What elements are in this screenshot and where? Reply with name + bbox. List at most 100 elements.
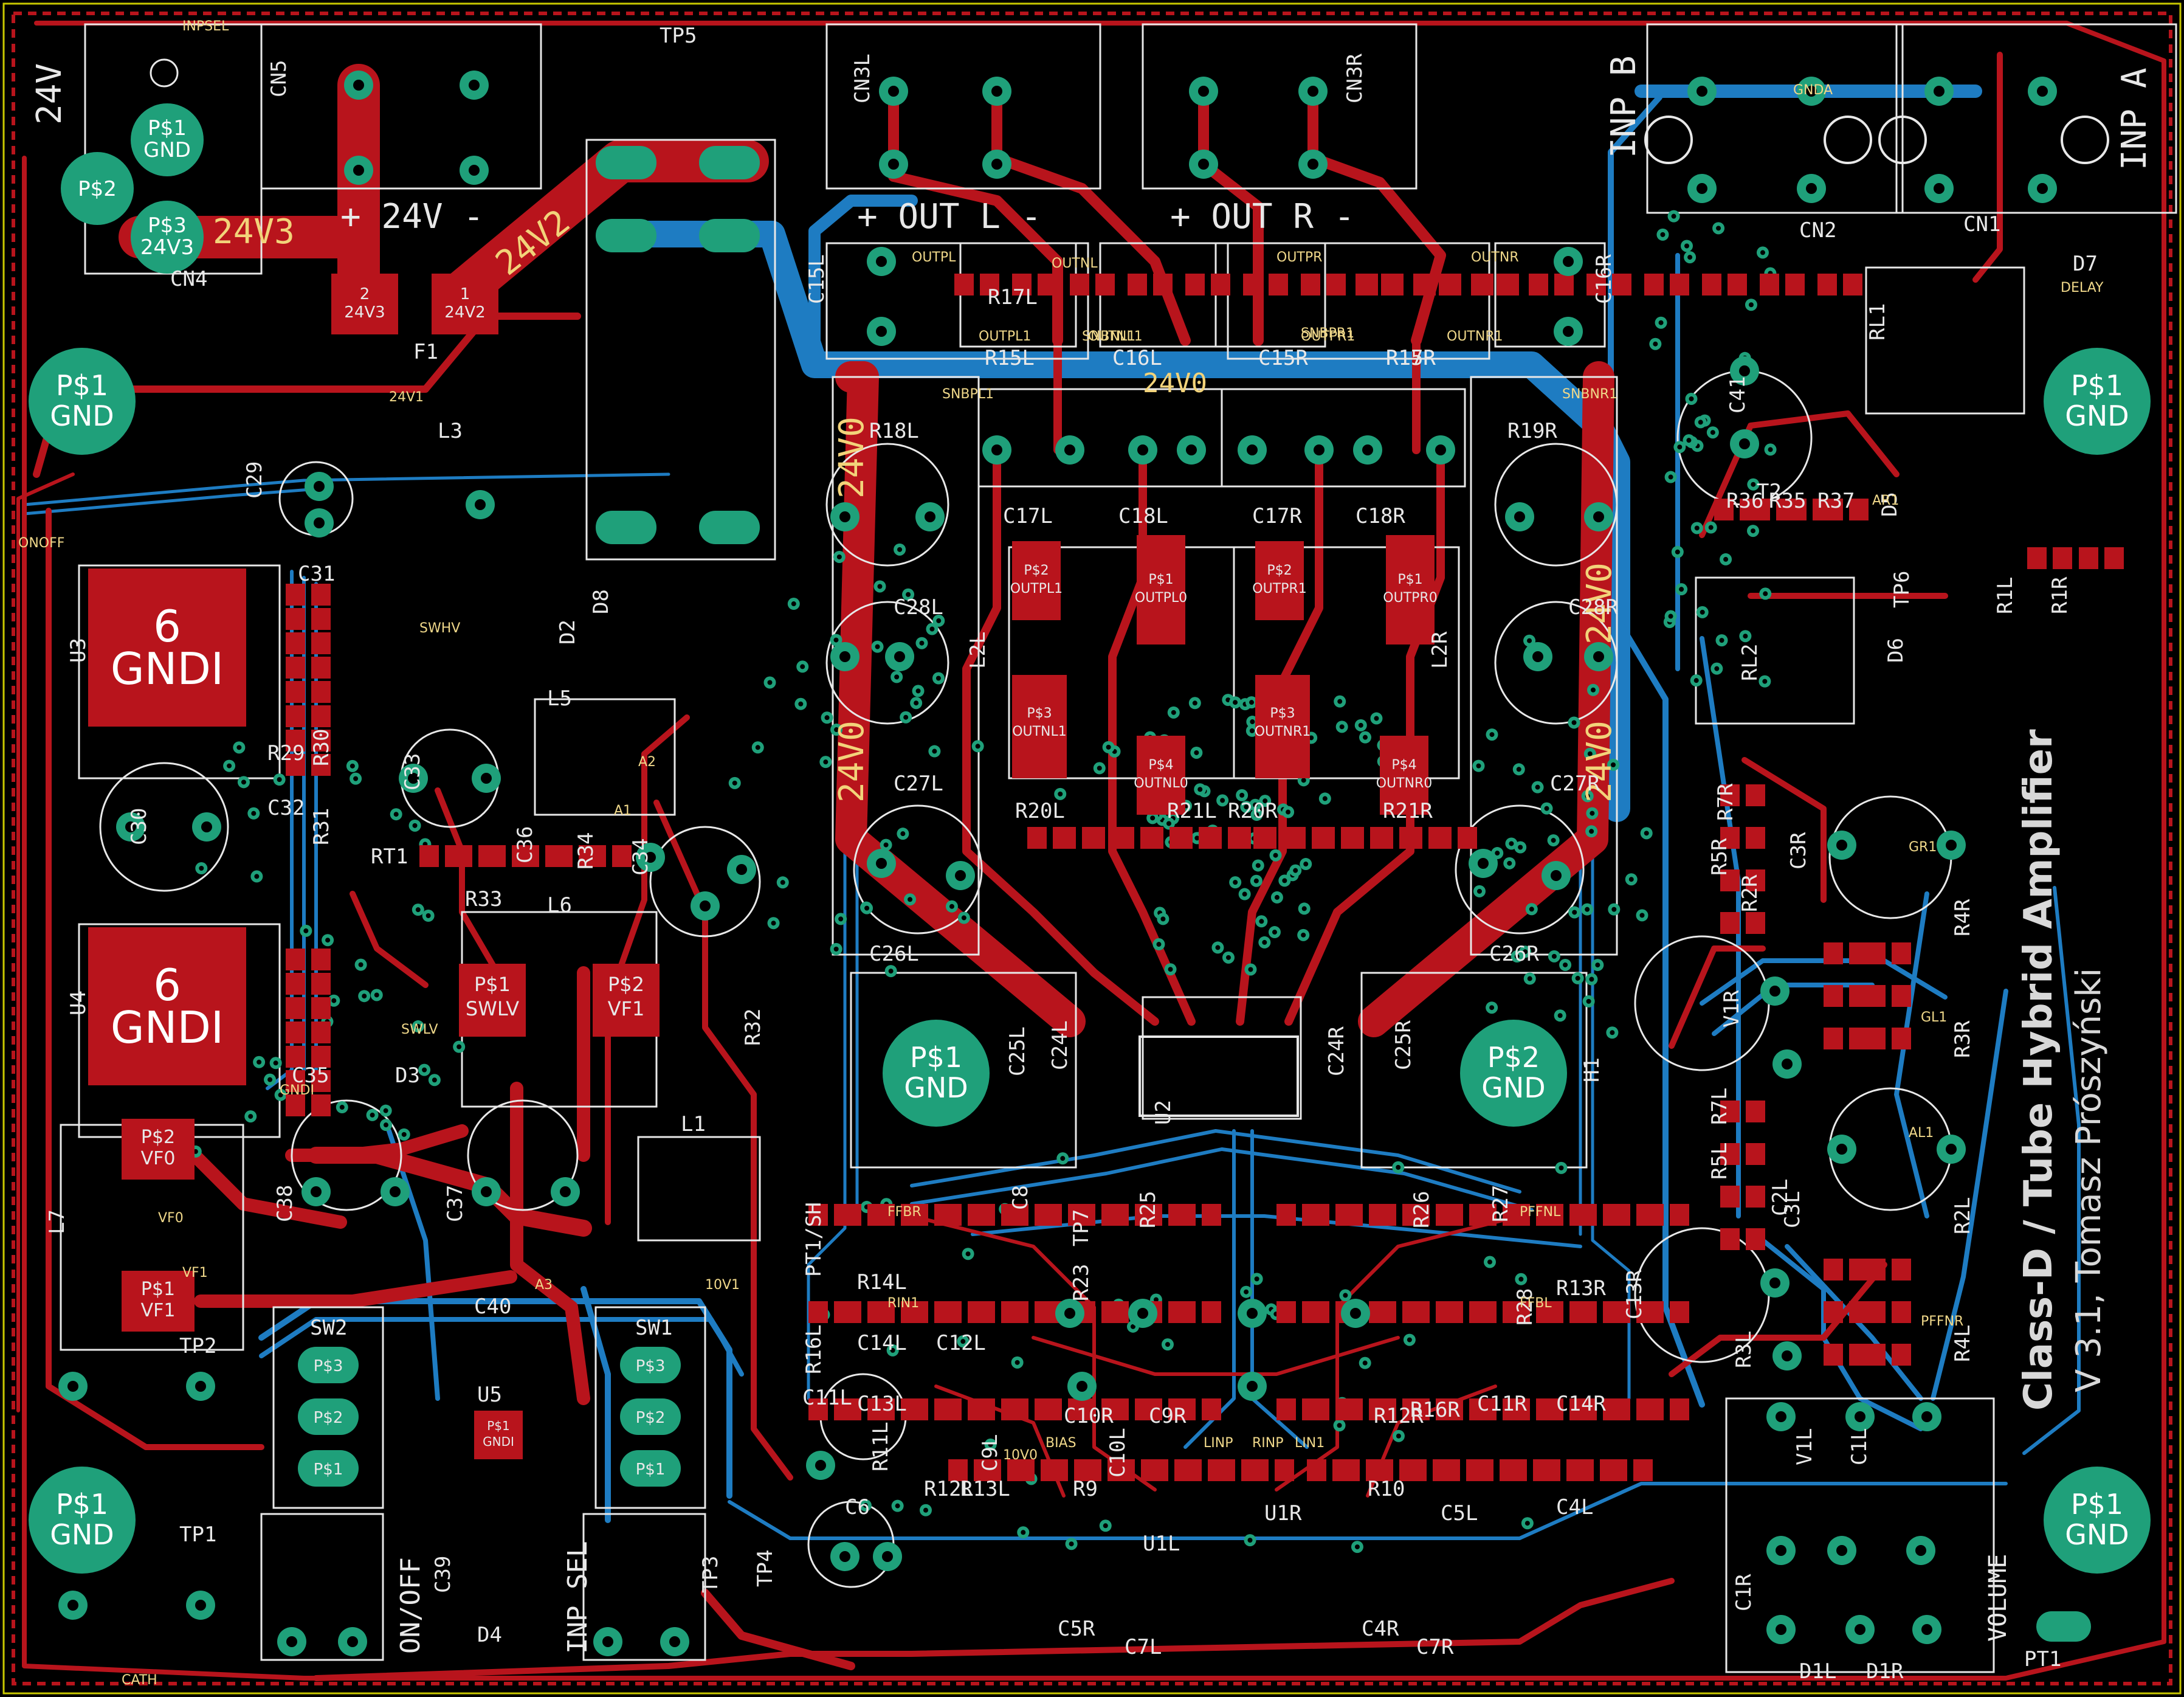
smd-resistor — [1866, 1028, 1911, 1049]
via — [1706, 426, 1719, 439]
smd-resistor — [1176, 1301, 1221, 1323]
via — [428, 1074, 441, 1087]
smd-resistor — [1720, 1101, 1765, 1122]
via — [1229, 696, 1242, 709]
cn4-mount-hole — [150, 58, 179, 88]
via — [884, 965, 897, 978]
via — [1250, 1273, 1263, 1285]
svg-text:P$1: P$1 — [910, 1041, 962, 1074]
via — [1656, 228, 1669, 241]
smd-resistor — [1356, 274, 1400, 296]
via — [873, 580, 886, 593]
net-label: GNDI — [280, 1083, 314, 1098]
via — [1756, 246, 1769, 259]
sw2-pin-label: P$3 — [314, 1357, 343, 1375]
cn4-power-jack: P$1 GND P$2 P$3 24V3 — [61, 58, 204, 274]
oval-pad — [596, 146, 656, 179]
refdes-label: R20L — [1015, 799, 1065, 823]
via — [1607, 758, 1620, 771]
through-hole-pad — [830, 642, 859, 671]
through-hole-pad — [1827, 831, 1856, 860]
through-hole-pad — [1827, 1135, 1856, 1164]
via — [1472, 759, 1485, 772]
refdes-label: L5 — [547, 686, 572, 711]
refdes-label: C2L — [1768, 1179, 1793, 1216]
via — [861, 902, 873, 914]
outpr0-pad — [1386, 535, 1435, 645]
via — [1636, 909, 1648, 922]
refdes-label: U4 — [66, 990, 91, 1015]
fuse-pad-24v3 — [331, 274, 398, 334]
via — [1258, 936, 1271, 949]
via — [269, 1057, 282, 1070]
via — [1531, 781, 1544, 793]
via — [796, 660, 809, 673]
refdes-label: L7 — [45, 1209, 69, 1234]
via — [880, 838, 892, 851]
via — [1503, 857, 1516, 869]
refdes-label: RT1 — [371, 845, 408, 869]
refdes-label: L6 — [547, 893, 572, 918]
refdes-label: C11R — [1477, 1392, 1527, 1416]
mounting-hole-top-left: P$1 GND — [29, 348, 136, 455]
refdes-label: R15R — [1386, 346, 1436, 370]
refdes-label: C37 — [443, 1185, 467, 1222]
via — [794, 697, 807, 710]
refdes-label: C26L — [869, 942, 919, 966]
via — [1011, 1356, 1024, 1369]
via — [751, 741, 764, 754]
net-label: DELAY — [2061, 280, 2104, 296]
via — [412, 904, 424, 916]
via — [1512, 763, 1525, 776]
refdes-label: R21R — [1383, 799, 1433, 823]
refdes-label: C14L — [857, 1331, 907, 1355]
sw1-pin-label: P$2 — [636, 1409, 666, 1427]
through-hole-pad — [116, 812, 145, 842]
refdes-label: C32 — [267, 796, 305, 820]
via — [819, 756, 832, 769]
refdes-label: C27L — [894, 772, 943, 796]
smd-resistor — [1608, 1459, 1653, 1481]
through-hole-pad — [1906, 1536, 1935, 1565]
outpr1-num: P$2 — [1267, 563, 1292, 578]
via — [886, 1344, 899, 1357]
via — [1190, 746, 1203, 759]
net-label: FFBR — [887, 1204, 921, 1220]
via — [902, 588, 915, 601]
refdes-label: C15L — [805, 254, 829, 304]
rca-hole — [1878, 116, 1927, 164]
via — [971, 740, 984, 753]
outnl1-num: P$3 — [1027, 706, 1052, 721]
via — [1548, 950, 1560, 963]
svg-text:P$1: P$1 — [56, 369, 108, 402]
via — [1236, 789, 1249, 801]
svg-text:P$3: P$3 — [148, 213, 187, 238]
via — [1586, 807, 1599, 820]
through-hole-pad — [1797, 77, 1826, 106]
refdes-label: R2R — [1738, 874, 1762, 912]
via — [1568, 716, 1580, 729]
via — [763, 676, 776, 689]
via — [1521, 1517, 1534, 1530]
sw1-pin — [620, 1450, 681, 1487]
via — [354, 958, 367, 971]
outpl1-pad — [1012, 541, 1061, 620]
outnr0-pad — [1380, 736, 1428, 815]
smd-resistor — [1644, 1301, 1689, 1323]
through-hole-pad — [344, 156, 373, 185]
smd-resistor — [1866, 942, 1911, 964]
via — [894, 543, 906, 556]
via — [957, 911, 970, 924]
via — [821, 711, 833, 724]
refdes-label: CN4 — [170, 267, 207, 291]
via — [1250, 809, 1263, 821]
via — [1300, 858, 1312, 871]
net-24v0-top-label: 24V0 — [1143, 368, 1207, 399]
through-hole-pad — [1924, 77, 1954, 106]
outpl1-num: P$2 — [1024, 563, 1049, 578]
net-label: SNBNR1 — [1562, 387, 1617, 402]
outnl0-pad — [1137, 736, 1185, 815]
via — [1318, 792, 1331, 805]
smd-resistor — [587, 845, 632, 867]
via — [273, 773, 286, 786]
